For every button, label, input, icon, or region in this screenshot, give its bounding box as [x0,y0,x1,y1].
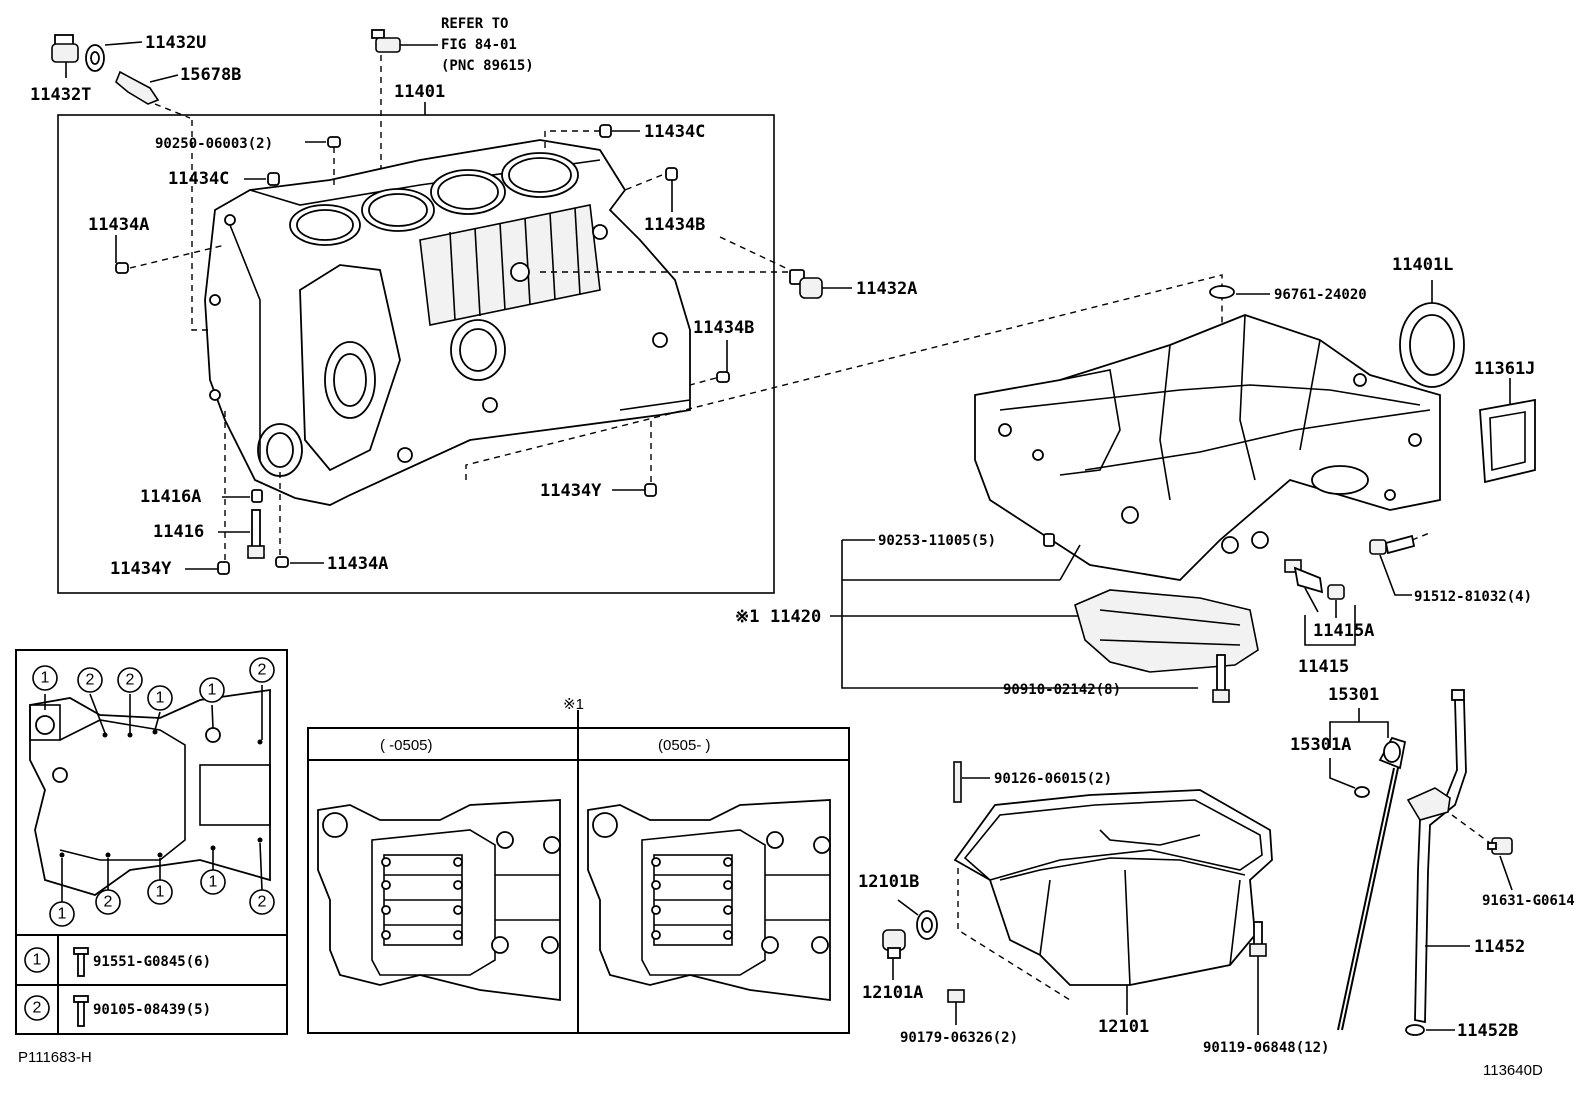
callout-1: 1 [58,906,67,923]
bolt-90910-drawing [1212,654,1230,703]
label-90179-06326: 90179-06326(2) [900,1030,1018,1046]
label-11434Y-bottom: 11434Y [110,559,172,579]
oil-pan-12101-drawing [953,789,1273,986]
legend-row-1-number: 1 [33,952,42,969]
label-11420: 11420 [770,607,821,627]
plug-12101A-drawing [882,929,906,959]
bolt-legend-panel [15,649,288,1035]
o-ring-96761-drawing [1209,285,1235,299]
washer-11432U-drawing [85,41,143,72]
label-15301A: 15301A [1290,735,1351,755]
refer-line-1: REFER TO [441,16,508,32]
bolt-11416-drawing [247,509,265,559]
callout-1: 1 [41,670,50,687]
callout-2: 2 [126,672,135,689]
label-90250-06003: 90250-06003(2) [155,136,273,152]
dipstick-15301-drawing [1337,736,1407,1031]
label-11434A-bottom: 11434A [327,554,388,574]
oil-pump-11415-drawing [1284,559,1345,613]
label-11434B-lower: 11434B [693,318,754,338]
label-11432A: 11432A [856,279,917,299]
callout-2: 2 [258,894,267,911]
label-11434C-left: 11434C [168,169,229,189]
union-15678B-drawing [115,70,179,105]
legend-row-2-part: 90105-08439(5) [93,1002,211,1018]
callout-1: 1 [156,884,165,901]
bolt-91512-drawing [1369,534,1416,555]
oil-seal-11401L-drawing [1399,302,1465,388]
variant-right-range: (0505- ) [658,737,711,754]
oil-strainer-11420-drawing [1074,589,1259,673]
variant-left-range: ( -0505) [380,737,433,754]
label-11415A: 11415A [1313,621,1374,641]
label-11434A-top: 11434A [88,215,149,235]
label-11416: 11416 [153,522,204,542]
o-ring-11452B-drawing [1405,1024,1425,1036]
label-11401L: 11401L [1392,255,1453,275]
cylinder-block-drawing [204,139,691,506]
plug-refer-drawing [371,29,438,53]
label-12101A: 12101A [862,983,923,1003]
figure-id: 113640D [1483,1062,1543,1079]
callout-circles: 1 2 2 1 1 2 1 1 2 1 2 1 2 [24,657,275,1021]
label-11452B: 11452B [1457,1021,1518,1041]
dipstick-guide-11452-drawing [1406,689,1467,1024]
washer-12101B-drawing [916,910,938,940]
callout-1: 1 [156,690,165,707]
refer-line-2: FIG 84-01 [441,37,517,53]
label-11361J: 11361J [1474,359,1535,379]
variant-left-drawing [317,799,561,1002]
label-96761-24020: 96761-24020 [1274,287,1367,303]
stiffener-crankcase-drawing [974,314,1441,581]
label-91631-G0614: 91631-G0614 [1482,893,1575,909]
block-frame [57,114,775,594]
stud-90126-drawing [953,761,962,803]
variants-mark: ※1 [563,696,584,713]
picture-id: P111683-H [18,1049,92,1066]
label-15678B: 15678B [180,65,241,85]
legend-row-2-number: 2 [33,1000,42,1017]
label-11434Y-right: 11434Y [540,481,602,501]
label-11452: 11452 [1474,937,1525,957]
bolt-91631-drawing [1487,837,1513,855]
label-90119-06848: 90119-06848(12) [1203,1040,1329,1056]
nut-90179-drawing [947,989,965,1003]
callout-1: 1 [208,682,217,699]
cover-11361J-drawing [1479,398,1536,484]
legend-bolts [73,947,89,1027]
refer-line-3: (PNC 89615) [441,58,534,74]
label-90126-06015: 90126-06015(2) [994,771,1112,787]
label-11434C-right: 11434C [644,122,705,142]
label-15301: 15301 [1328,685,1379,705]
label-11432U: 11432U [145,33,206,53]
callout-2: 2 [86,672,95,689]
label-11432T: 11432T [30,85,91,105]
label-90910-02142: 90910-02142(8) [1003,682,1121,698]
callout-1: 1 [209,874,218,891]
legend-row-1-part: 91551-G0845(6) [93,954,211,970]
callout-2: 2 [258,662,267,679]
plug-11432T-drawing [51,34,79,78]
label-11420-mark: ※1 [735,607,759,627]
label-12101: 12101 [1098,1017,1149,1037]
plug-11432A-drawing [789,269,823,299]
variant-panel [307,710,850,1034]
label-11401: 11401 [394,82,445,102]
label-11434B-upper: 11434B [644,215,705,235]
variant-right-drawing [587,799,831,1002]
label-11416A: 11416A [140,487,201,507]
callout-2: 2 [104,894,113,911]
label-91512-81032: 91512-81032(4) [1414,589,1532,605]
label-90253-11005: 90253-11005(5) [878,533,996,549]
label-11415: 11415 [1298,657,1349,677]
label-12101B: 12101B [858,872,919,892]
